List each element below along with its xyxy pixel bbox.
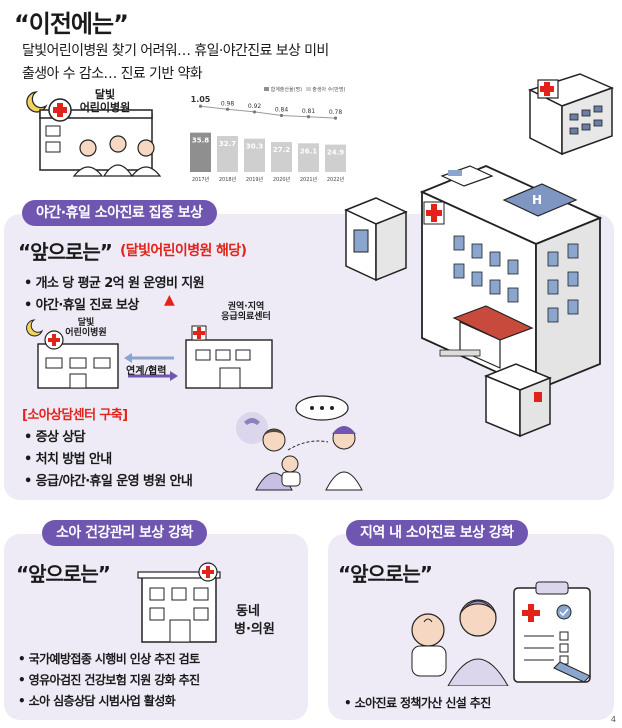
- clinic-label-1: 동네: [236, 604, 260, 619]
- chart-rate-point: [333, 116, 338, 120]
- right-building-label-1: 권역·지역: [227, 302, 265, 312]
- consult-item-symptom: • 증상 상담: [24, 430, 86, 445]
- right-building-label-2: 응급의료센터: [221, 312, 271, 322]
- chart-category-label: 2021년: [300, 176, 318, 183]
- consult-center-heading: [소아상담센터 구축]: [22, 408, 128, 423]
- future-heading-main: “앞으로는”: [18, 240, 113, 264]
- moonlight-label-2: 어린이병원: [79, 101, 131, 114]
- section-title-before: “이전에는”: [14, 10, 129, 38]
- building-icon: [528, 73, 615, 156]
- chart-category-label: 2020년: [273, 176, 291, 183]
- moonlight-label-1: 달빛: [94, 88, 116, 101]
- chart-rate-point: [306, 115, 311, 119]
- svg-text:H: H: [532, 193, 542, 207]
- chart-bar-label: 26.1: [300, 147, 317, 155]
- chart-rate-label: 0.92: [248, 103, 262, 110]
- small-hospital-building: [520, 70, 616, 160]
- bullet-policy-addition: • 소아진료 정책가산 신설 추진: [344, 696, 491, 710]
- pill-night-holiday: 야간·휴일 소아진료 집중 보상: [22, 200, 217, 226]
- chart-category-label: 2017년: [192, 176, 210, 183]
- phone-consultation-illustration: [232, 394, 380, 494]
- future-heading-region: “앞으로는”: [338, 562, 433, 586]
- hospital-link-diagram: 달빛 어린이병원 권역·지역 응급의료센터 연계/협력: [24, 302, 284, 396]
- hospital-doctors-icon: [26, 91, 162, 177]
- chart-bar: [217, 136, 238, 172]
- chart-category-label: 2019년: [246, 176, 264, 183]
- chart-rate-point: [279, 113, 284, 118]
- chart-rate-point: [252, 110, 257, 114]
- chart-rate-label: 0.84: [275, 106, 289, 113]
- chart-bar-label: 35.8: [192, 137, 209, 145]
- problem-line-1: 달빛어린이병원 찾기 어려워… 휴일·야간진료 보상 미비: [22, 43, 329, 59]
- chart-rate-label: 1.05: [191, 95, 211, 104]
- chart-rate-point: [225, 107, 230, 111]
- legend-swatch-births: [305, 87, 311, 91]
- chart-bar-label: 24.9: [327, 149, 344, 157]
- large-hospital-illustration: H: [336, 140, 614, 440]
- bullet-operating-support: • 개소 당 평균 2억 원 운영비 지원: [24, 276, 205, 291]
- birth-rate-chart: 합계출산율(명) 출생아 수(만명) 35.8 2017년 32.7 2018년 30.…: [186, 86, 356, 186]
- chart-bar-label: 27.2: [273, 146, 290, 154]
- bullet-counseling-pilot: • 소아 심층상담 시범사업 활성화: [18, 694, 176, 708]
- legend-swatch-rate: [264, 87, 269, 91]
- future-heading-health: “앞으로는”: [16, 562, 111, 586]
- chart-rate-point: [198, 104, 203, 108]
- chart-rate-line: [200, 105, 336, 119]
- bullet-infant-checkup: • 영유아검진 건강보험 지원 강화 추진: [18, 673, 200, 687]
- clinic-label-2: 병·의원: [234, 622, 275, 637]
- pediatric-policy-icon: [411, 581, 591, 687]
- chart-rate-label: 0.81: [302, 108, 316, 115]
- up-arrow-icon: ▲: [164, 292, 175, 308]
- chart-bar-label: 32.7: [219, 140, 236, 148]
- chart-rate-label: 0.78: [329, 109, 343, 116]
- clinic-building-illustration: [134, 560, 230, 644]
- chart-svg: 35.8 2017년 32.7 2018년 30.3 2019년 27.2 2020년 26.1…: [190, 95, 346, 183]
- chart-bar: [325, 144, 346, 172]
- phone-consult-icon: [236, 395, 363, 491]
- moonlight-hospital-illustration: 달빛 어린이병원: [22, 88, 182, 184]
- chart-category-label: 2022년: [327, 176, 345, 183]
- pill-health-management: 소아 건강관리 보상 강화: [42, 520, 207, 546]
- left-building-label-1: 달빛: [77, 318, 95, 328]
- page-number: 4: [610, 715, 616, 724]
- chart-legend: 합계출산율(명) 출생아 수(만명): [264, 86, 345, 93]
- chart-bar-label: 30.3: [246, 143, 263, 151]
- problem-line-2: 출생아 수 감소… 진료 기반 약화: [22, 66, 203, 82]
- chart-category-label: 2018년: [219, 176, 237, 183]
- baby-doctor-chart-illustration: [404, 578, 604, 687]
- chart-bar: [190, 132, 211, 172]
- clinic-icon: [137, 562, 221, 643]
- hospital-link-icon: [26, 319, 273, 389]
- pill-regional-care: 지역 내 소아진료 보상 강화: [346, 520, 528, 546]
- moonlight-tag: (달빛어린이병원 해당): [120, 243, 247, 259]
- link-label: 연계/협력: [126, 366, 167, 377]
- chart-bar: [244, 138, 265, 172]
- large-hospital-icon: H: [344, 165, 603, 438]
- bullet-vaccination: • 국가예방접종 시행비 인상 추진 검토: [18, 652, 200, 666]
- chart-bar: [271, 142, 292, 172]
- legend-births: 출생아 수(만명): [312, 87, 346, 93]
- legend-rate: 합계출산율(명): [270, 87, 303, 93]
- bullet-night-compensation: • 야간·휴일 진료 보상: [24, 298, 139, 313]
- chart-bar: [298, 143, 319, 172]
- left-building-label-2: 어린이병원: [65, 328, 107, 338]
- consult-item-hospital-guide: • 응급/야간·휴일 운영 병원 안내: [24, 474, 193, 489]
- chart-rate-label: 0.98: [221, 100, 235, 107]
- consult-item-treatment: • 처치 방법 안내: [24, 452, 112, 467]
